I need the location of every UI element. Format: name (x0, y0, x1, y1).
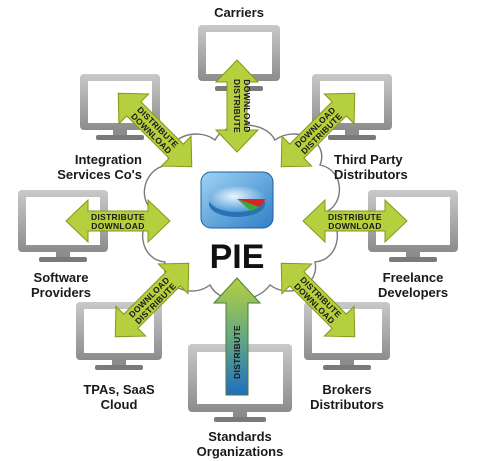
connection-arrows: DISTRIBUTE DOWNLOAD DOWNLOAD DISTRIBUTE … (65, 59, 408, 396)
arrow-software: DISTRIBUTE DOWNLOAD (65, 198, 171, 244)
arrow-standards: DISTRIBUTE (212, 277, 262, 396)
pie-chart-logo-icon (200, 171, 274, 229)
arrow-carriers-label-distribute: DISTRIBUTE (232, 79, 242, 133)
center-title: PIE (210, 238, 265, 276)
arrow-software-label-distribute: DISTRIBUTE (91, 212, 145, 222)
arrow-freelance-label-distribute: DISTRIBUTE (328, 212, 382, 222)
label-brokers: Brokers Distributors (310, 382, 384, 412)
arrow-carriers-label-download: DOWNLOAD (242, 79, 252, 132)
label-tpas: TPAs, SaaS Cloud (83, 382, 155, 412)
arrow-standards-label-distribute: DISTRIBUTE (232, 325, 242, 379)
label-software: Software Providers (31, 270, 91, 300)
label-third-party: Third Party Distributors (334, 152, 408, 182)
label-standards: Standards Organizations (196, 429, 284, 459)
arrow-carriers: DISTRIBUTE DOWNLOAD (214, 59, 260, 153)
label-integration: Integration Services Co's (57, 152, 142, 182)
arrow-freelance-label-download: DOWNLOAD (328, 221, 381, 231)
label-freelance: Freelance Developers (377, 270, 449, 300)
arrow-freelance: DISTRIBUTE DOWNLOAD (302, 198, 408, 244)
label-carriers: Carriers (214, 5, 264, 20)
arrow-software-label-download: DOWNLOAD (91, 221, 144, 231)
